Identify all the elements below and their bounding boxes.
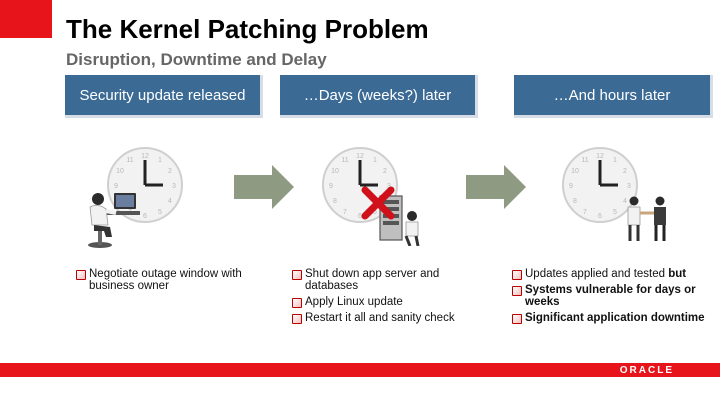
slide-subtitle: Disruption, Downtime and Delay [66, 50, 327, 70]
svg-text:8: 8 [573, 198, 577, 205]
svg-text:2: 2 [383, 168, 387, 175]
svg-text:11: 11 [126, 157, 133, 164]
list-item: Systems vulnerable for days or weeks [512, 284, 712, 308]
bullet-text: Systems vulnerable for days or weeks [525, 284, 712, 308]
list-item: Updates applied and tested but [512, 268, 712, 280]
checkbox-bullet-icon [292, 298, 302, 308]
svg-text:10: 10 [571, 168, 579, 175]
list-item: Apply Linux update [292, 296, 482, 308]
svg-text:7: 7 [583, 209, 587, 216]
bullet-text: Updates applied and tested [525, 268, 665, 280]
svg-text:12: 12 [596, 153, 604, 160]
checkbox-bullet-icon [292, 314, 302, 324]
svg-text:7: 7 [343, 209, 347, 216]
svg-text:2: 2 [623, 168, 627, 175]
svg-text:6: 6 [598, 213, 602, 220]
bullet-text: Negotiate outage window with business ow… [89, 268, 261, 292]
svg-text:3: 3 [627, 183, 631, 190]
svg-text:5: 5 [613, 209, 617, 216]
bullet-text: Restart it all and sanity check [305, 312, 455, 324]
checkbox-bullet-icon [512, 314, 522, 324]
svg-text:3: 3 [172, 183, 176, 190]
svg-text:8: 8 [333, 198, 337, 205]
list-item: Restart it all and sanity check [292, 312, 482, 324]
person-at-computer-icon [82, 185, 142, 251]
arrow-right-icon [234, 165, 294, 209]
bullet-text: Apply Linux update [305, 296, 403, 308]
svg-text:10: 10 [331, 168, 339, 175]
svg-text:5: 5 [158, 209, 162, 216]
svg-text:9: 9 [329, 183, 333, 190]
checkbox-bullet-icon [76, 270, 86, 280]
footer-bar [0, 363, 720, 377]
list-item: Shut down app server and databases [292, 268, 482, 292]
checkbox-bullet-icon [512, 286, 522, 296]
svg-text:10: 10 [116, 168, 124, 175]
svg-text:1: 1 [158, 157, 162, 164]
svg-text:1: 1 [373, 157, 377, 164]
brand-red-block [0, 0, 52, 38]
handshake-icon [622, 195, 672, 243]
column-header-1: Security update released [65, 75, 263, 118]
bullet-list-col-1: Negotiate outage window with business ow… [76, 268, 261, 296]
column-header-2: …Days (weeks?) later [280, 75, 478, 118]
svg-text:2: 2 [168, 168, 172, 175]
checkbox-bullet-icon [512, 270, 522, 280]
arrow-right-icon [466, 165, 526, 209]
svg-text:12: 12 [356, 153, 364, 160]
bullet-list-col-2: Shut down app server and databases Apply… [292, 268, 482, 328]
list-item: Negotiate outage window with business ow… [76, 268, 261, 292]
checkbox-bullet-icon [292, 270, 302, 280]
bullet-text: Significant application downtime [525, 312, 705, 324]
oracle-logo: ORACLE [620, 365, 674, 376]
slide-title: The Kernel Patching Problem [66, 14, 429, 45]
list-item: Significant application downtime [512, 312, 712, 324]
svg-text:11: 11 [581, 157, 588, 164]
bullet-text: Shut down app server and databases [305, 268, 482, 292]
bullet-bold-suffix: but [665, 268, 686, 280]
bullet-list-col-3: Updates applied and tested but Systems v… [512, 268, 712, 328]
red-x-icon [361, 186, 395, 220]
svg-text:11: 11 [341, 157, 348, 164]
svg-text:9: 9 [569, 183, 573, 190]
column-header-3: …And hours later [514, 75, 713, 118]
svg-text:12: 12 [141, 153, 149, 160]
svg-text:6: 6 [143, 213, 147, 220]
svg-text:1: 1 [613, 157, 617, 164]
svg-text:4: 4 [168, 198, 172, 205]
